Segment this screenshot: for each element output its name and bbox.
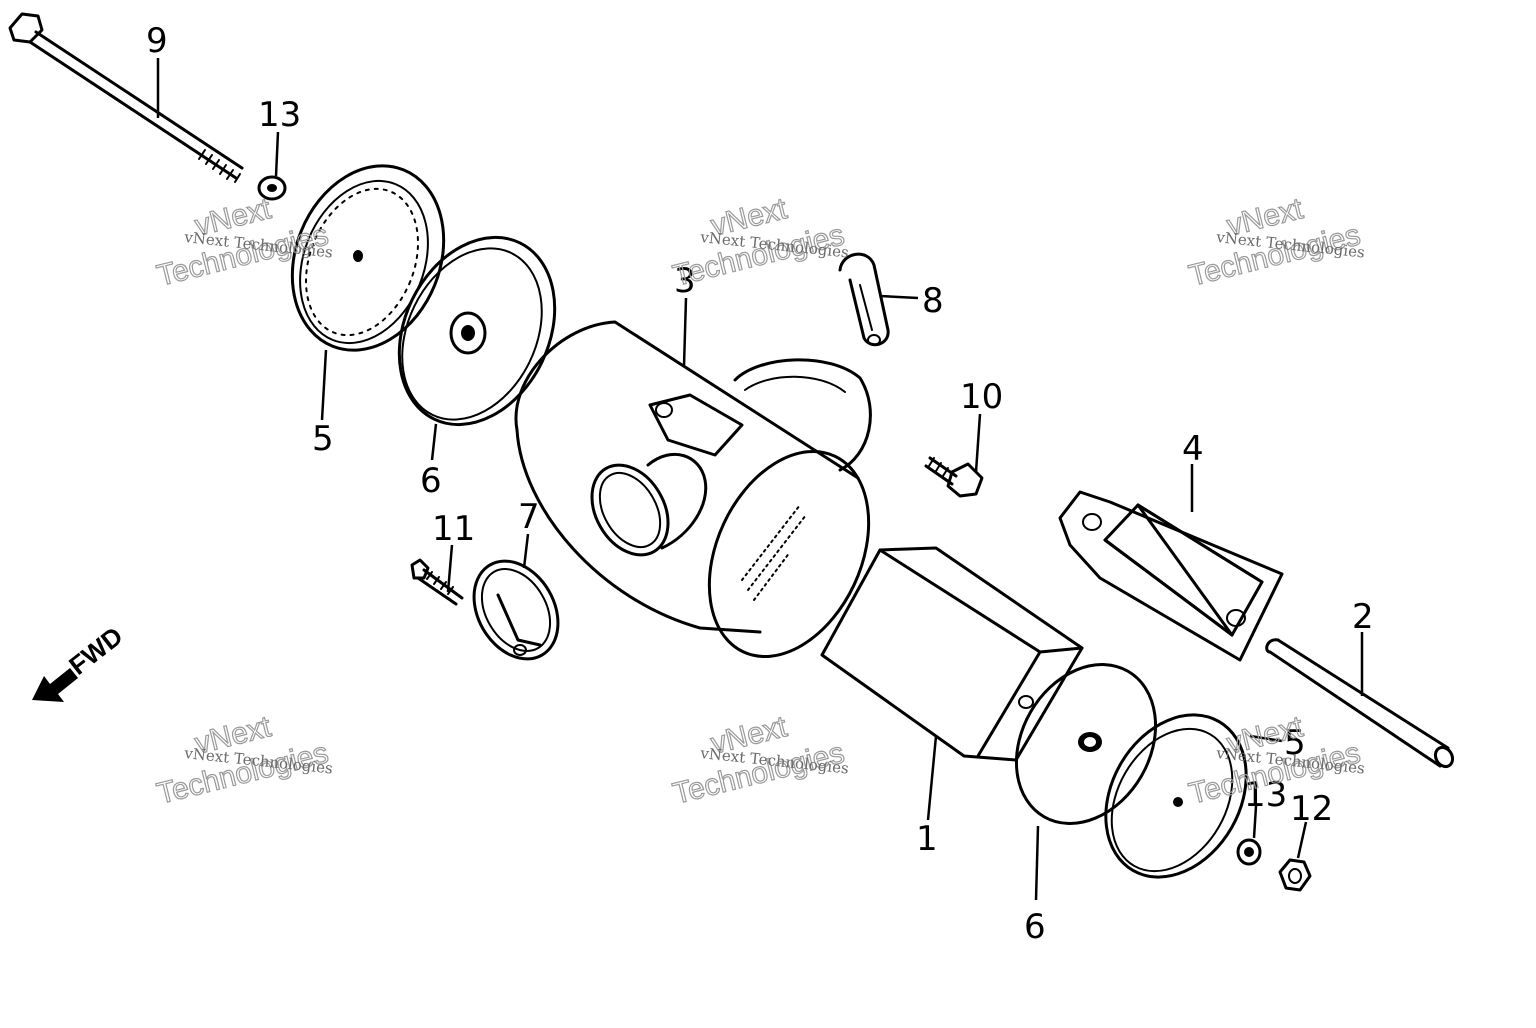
callout-4: 4 xyxy=(1182,429,1204,469)
part-8-clip xyxy=(838,252,890,347)
callout-2: 2 xyxy=(1352,597,1374,637)
callout-12: 12 xyxy=(1290,789,1333,829)
callout-3: 3 xyxy=(674,261,696,301)
watermark-bottom-left: vNext Technologies vNext Technologies xyxy=(153,709,334,811)
part-6-gasket-bottom xyxy=(1014,663,1158,825)
watermark-top-center: vNext Technologies vNext Technologies xyxy=(669,191,850,293)
callout-5-top: 5 xyxy=(312,419,334,459)
watermark-bottom-center: vNext Technologies vNext Technologies xyxy=(669,709,850,811)
part-10-bolt xyxy=(924,456,984,498)
callout-1: 1 xyxy=(916,819,938,859)
leader-lines xyxy=(156,58,1364,901)
callout-10: 10 xyxy=(960,377,1003,417)
part-13-washer-top xyxy=(257,175,287,201)
callout-6-top: 6 xyxy=(420,461,442,501)
callout-9: 9 xyxy=(146,21,168,61)
callout-6-bottom: 6 xyxy=(1024,907,1046,947)
part-1-filter-element xyxy=(820,546,1084,762)
callout-13-bottom: 13 xyxy=(1244,775,1287,815)
callout-11: 11 xyxy=(432,509,475,549)
part-13-washer-bottom xyxy=(1236,838,1262,866)
part-6-gasket-top xyxy=(397,235,557,427)
part-5-cover-bottom xyxy=(1104,713,1248,879)
watermark-top-right: vNext Technologies vNext Technologies xyxy=(1185,191,1366,293)
part-12-nut xyxy=(1278,858,1312,892)
callout-7: 7 xyxy=(518,497,540,537)
part-4-bracket xyxy=(1058,490,1284,662)
part-9-bolt xyxy=(8,12,244,183)
part-7-hose-clamp xyxy=(472,559,560,661)
callout-5-bottom: 5 xyxy=(1284,723,1306,763)
watermark-top-left: vNext Technologies vNext Technologies xyxy=(153,191,334,293)
part-3-air-cleaner-case xyxy=(514,320,872,659)
callout-8: 8 xyxy=(922,281,944,321)
part-5-cover-top xyxy=(290,164,446,352)
forward-direction-arrow: FWD xyxy=(32,621,128,702)
part-11-screw xyxy=(410,558,464,606)
callout-numbers: 9 13 5 6 3 8 10 4 11 7 2 1 6 5 13 12 xyxy=(146,21,1374,947)
callout-13-top: 13 xyxy=(258,95,301,135)
fwd-label: FWD xyxy=(63,621,128,681)
